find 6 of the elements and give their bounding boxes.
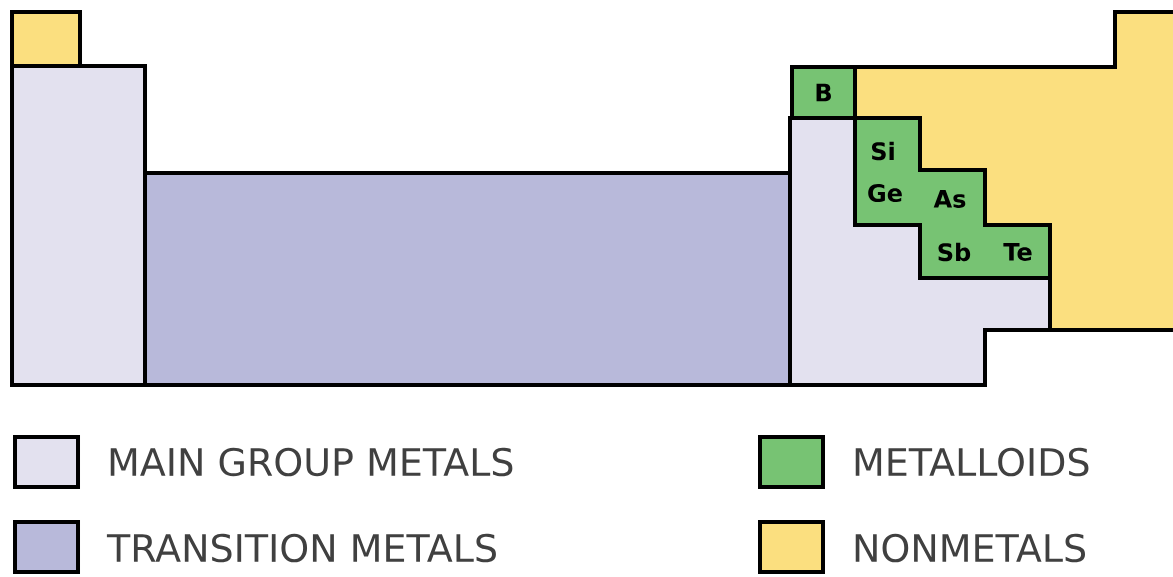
element-cell: B (790, 65, 857, 120)
legend-label: NONMETALS (855, 533, 1085, 563)
legend-label: METALLOIDS (855, 447, 1089, 477)
legend-label: MAIN GROUP METALS (110, 447, 513, 477)
metalloid-region: Si Ge As Sb Te (853, 116, 1052, 280)
legend-label: TRANSITION METALS (106, 533, 496, 563)
